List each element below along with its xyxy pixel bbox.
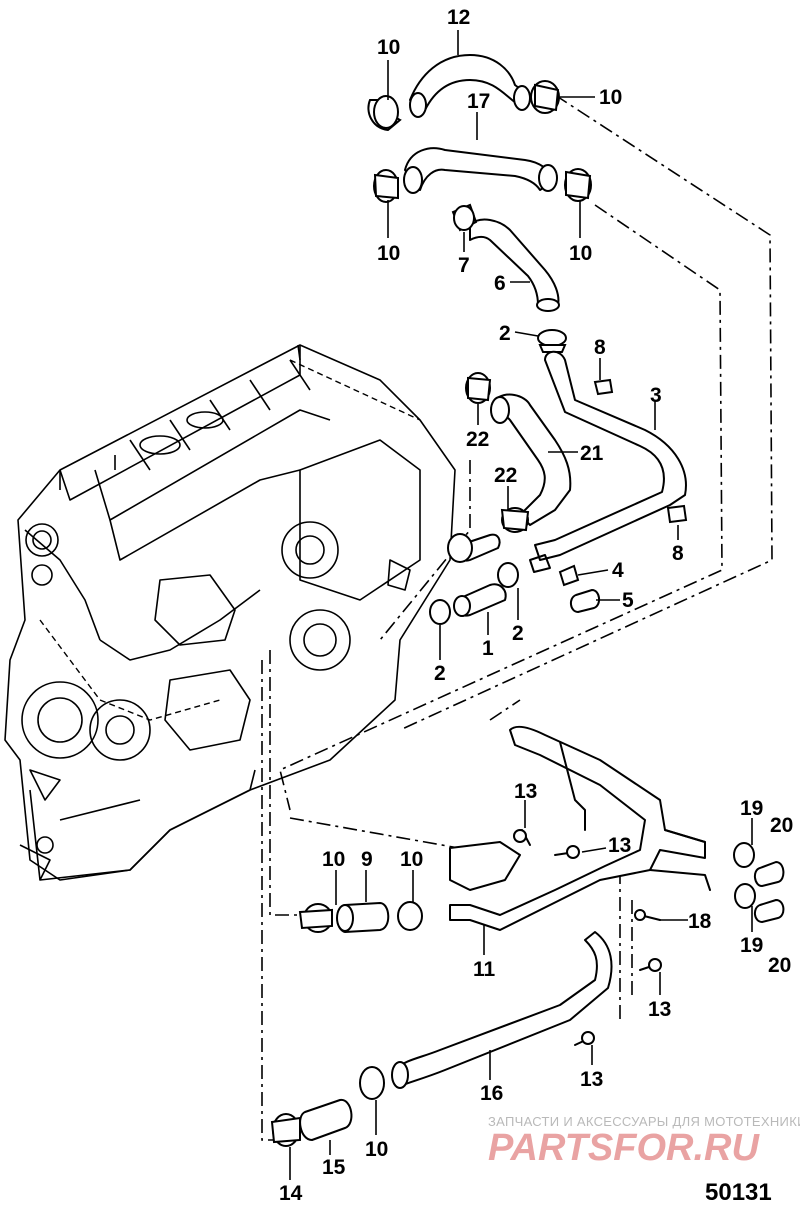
hose-3 [534, 350, 687, 561]
clamp-10-lower-b [397, 901, 423, 931]
clamp-19-upper [733, 842, 755, 868]
label-part-19: 19 [740, 934, 763, 957]
clamp-10-top-right [530, 80, 560, 114]
hose-6 [469, 218, 560, 312]
label-part-12: 12 [447, 6, 470, 29]
cap-20-upper [754, 861, 785, 887]
label-part-3: 3 [650, 384, 662, 407]
clamp-22-upper [465, 372, 492, 404]
part-labels: 12 10 10 17 10 10 7 6 2 8 3 22 21 22 8 4… [279, 6, 793, 1205]
label-part-18: 18 [688, 910, 712, 933]
clamp-10-mid-right [564, 168, 592, 202]
clamp-10-bottom [359, 1066, 385, 1100]
label-part-9: 9 [361, 848, 373, 871]
bolt-13-c [639, 958, 662, 972]
engine-block-illustration [4, 344, 456, 881]
clamp-10-lower-a [298, 903, 333, 933]
label-part-14: 14 [279, 1182, 303, 1205]
clamp-10-mid-left [373, 169, 399, 203]
clamp-2-right [497, 562, 519, 588]
hose-21 [490, 393, 572, 526]
hose-9 [336, 902, 390, 933]
cap-5 [570, 589, 600, 613]
label-part-2: 2 [434, 662, 446, 685]
fitting-4 [529, 554, 580, 587]
pipe-16 [391, 931, 613, 1089]
label-part-10: 10 [377, 36, 400, 59]
bracket-8-upper [593, 378, 614, 396]
label-part-17: 17 [467, 90, 490, 113]
label-part-4: 4 [612, 559, 624, 582]
label-part-2: 2 [512, 622, 524, 645]
pipe-11 [449, 725, 711, 931]
label-part-6: 6 [494, 272, 506, 295]
label-part-1: 1 [482, 637, 494, 660]
label-part-10: 10 [400, 848, 423, 871]
label-part-8: 8 [594, 336, 606, 359]
label-part-10: 10 [377, 242, 400, 265]
label-part-13: 13 [608, 834, 631, 857]
watermark-tagline: ЗАПЧАСТИ И АКСЕССУАРЫ ДЛЯ МОТОТЕХНИКИ [488, 1114, 800, 1129]
clamp-2-upper [537, 329, 567, 353]
clamp-2-left [429, 599, 451, 625]
hose-17 [403, 147, 558, 194]
bolt-13-b [554, 845, 580, 859]
hose-12 [409, 54, 531, 118]
label-part-13: 13 [580, 1068, 603, 1091]
label-part-22: 22 [494, 464, 517, 487]
bolt-13-d [574, 1031, 595, 1046]
label-part-10: 10 [322, 848, 345, 871]
label-part-8: 8 [672, 542, 684, 565]
label-part-7: 7 [458, 254, 470, 277]
label-part-16: 16 [480, 1082, 503, 1105]
diagram-id: 50131 [705, 1179, 772, 1206]
label-part-21: 21 [580, 442, 604, 465]
clamp-19-lower [734, 883, 756, 909]
bracket-8-lower [666, 504, 688, 524]
label-part-2: 2 [499, 322, 511, 345]
label-part-20: 20 [770, 814, 793, 837]
label-part-15: 15 [322, 1156, 346, 1179]
label-part-13: 13 [514, 780, 537, 803]
label-part-5: 5 [622, 589, 634, 612]
cap-20-lower [754, 899, 785, 923]
callout-lines [289, 30, 753, 1180]
watermark: ЗАПЧАСТИ И АКСЕССУАРЫ ДЛЯ МОТОТЕХНИКИ PA… [488, 1114, 800, 1169]
label-part-13: 13 [648, 998, 671, 1021]
label-part-10: 10 [365, 1138, 388, 1161]
fitting-upper-tee [449, 841, 521, 891]
clamp-22-lower [500, 507, 530, 533]
label-part-22: 22 [466, 428, 489, 451]
clamp-14 [270, 1113, 301, 1147]
clamp-10-top-left [367, 95, 402, 132]
label-part-20: 20 [768, 954, 791, 977]
label-part-11: 11 [473, 958, 496, 981]
bolt-18 [634, 909, 661, 921]
elbow-fitting [447, 533, 501, 563]
label-part-10: 10 [569, 242, 592, 265]
bolt-13-a [513, 829, 531, 846]
hose-1 [453, 583, 507, 617]
fitting-7 [451, 203, 478, 232]
label-part-19: 19 [740, 797, 763, 820]
label-part-10: 10 [599, 86, 622, 109]
watermark-brand: PARTSFOR.RU [488, 1127, 760, 1169]
hose-15 [299, 1099, 353, 1141]
